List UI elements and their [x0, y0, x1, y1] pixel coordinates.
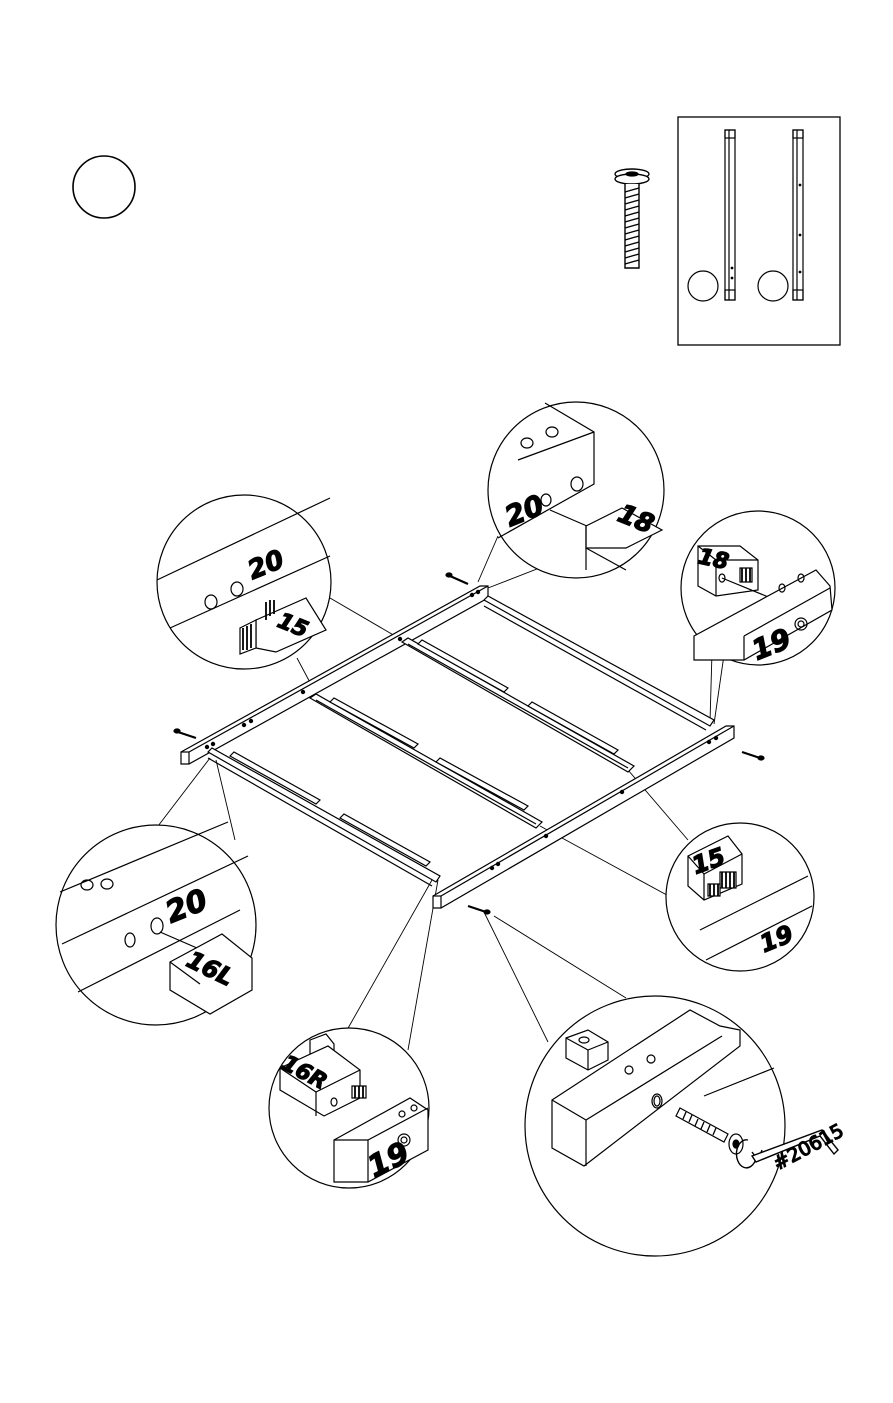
part-circle-b — [758, 271, 788, 301]
left-side-rail — [208, 748, 440, 886]
callout-top-right: 18 19 — [681, 511, 835, 667]
callout-left-mid: 20 16L — [56, 822, 256, 1025]
right-side-rail — [484, 596, 714, 730]
callout-right-mid: 15 19 — [666, 823, 814, 971]
rail-part-a — [725, 130, 735, 300]
rail-part-b — [793, 130, 803, 300]
callout-bottom-right: #20615 — [525, 996, 847, 1256]
middle-rail-1 — [310, 694, 542, 828]
callout-top-center: 20 18 — [488, 402, 664, 578]
step-number-circle — [73, 156, 135, 218]
parts-box — [678, 117, 840, 345]
callout-top-left: 20 15 — [157, 495, 331, 669]
bolt-icon — [615, 169, 649, 268]
callout-bottom-center: 16R 19 — [269, 1028, 429, 1188]
part-circle-a — [688, 271, 718, 301]
